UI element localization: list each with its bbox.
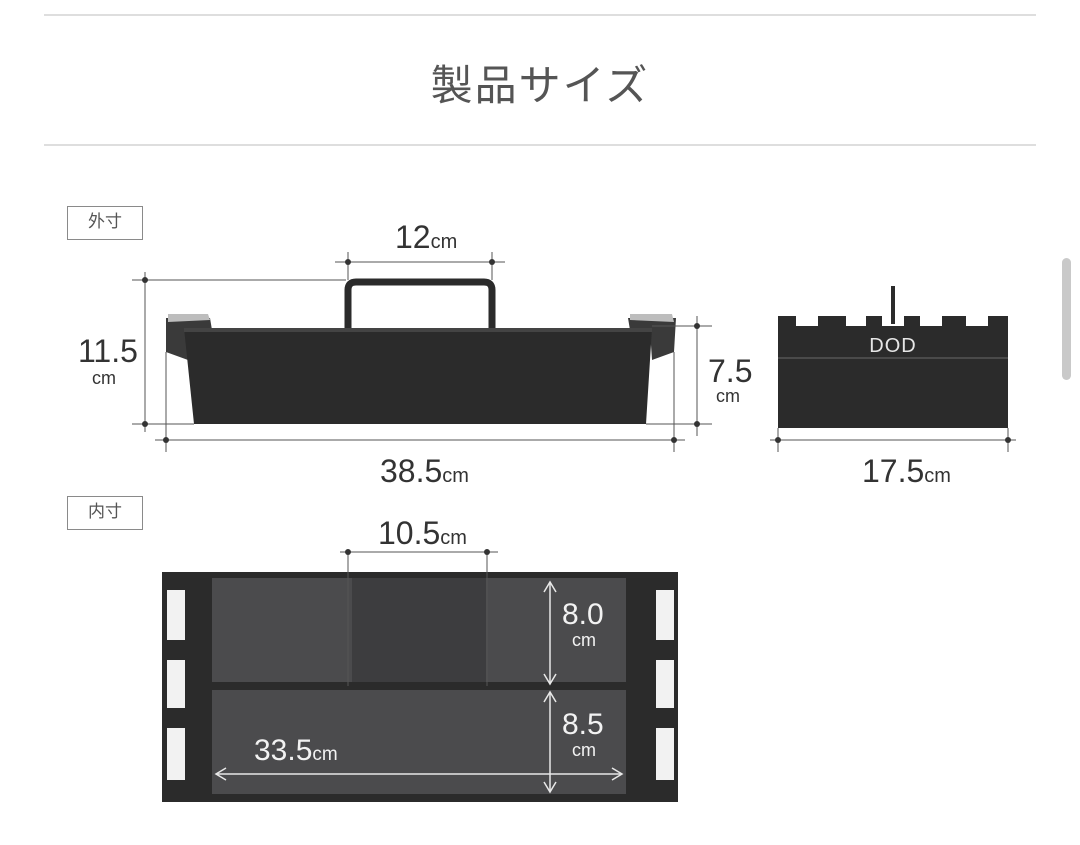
dim-compartment-depths (543, 580, 557, 794)
brand-logo: DOD (869, 335, 916, 357)
handle-shape (344, 278, 496, 330)
dim-compartment-a-unit: cm (572, 630, 596, 650)
end-view-body (778, 316, 1008, 428)
container-body (184, 328, 652, 424)
inner-top-view: 10.5cm 8.0 cm 8.5 cm 33.5cm (162, 515, 678, 802)
end-cap-slots (167, 590, 674, 780)
title-divider (44, 144, 1036, 146)
compartment-b (212, 690, 626, 794)
outer-dimensions-tag: 外寸 (67, 206, 143, 240)
left-end-cap-grip (168, 314, 210, 322)
outer-end-view: DOD 17.5cm (770, 286, 1016, 489)
dim-divider-width-label: 10.5cm (378, 515, 467, 551)
page-title: 製品サイズ (430, 61, 650, 110)
dim-handle-width (335, 252, 505, 280)
dim-body-height-unit: cm (716, 386, 740, 406)
dim-outer-depth-label: 17.5cm (862, 453, 951, 489)
container-rim (184, 328, 652, 332)
dim-outer-length (155, 352, 685, 452)
handle-divider (352, 578, 486, 686)
dim-compartment-a-value: 8.0 (562, 598, 604, 631)
dim-body-height-value: 7.5 (708, 353, 752, 389)
dim-handle-width-label: 12cm (395, 219, 457, 255)
dim-compartment-b-value: 8.5 (562, 708, 604, 741)
dim-divider-width (340, 551, 498, 686)
scrollbar[interactable] (1062, 258, 1071, 380)
dim-compartment-b-unit: cm (572, 740, 596, 760)
dim-inner-length (214, 767, 624, 781)
right-end-cap-grip (630, 314, 674, 322)
top-divider (44, 14, 1036, 16)
dim-total-height-value: 11.5 (78, 333, 138, 369)
dim-total-height-unit: cm (92, 368, 116, 388)
dim-outer-depth (770, 428, 1016, 452)
dim-body-height (646, 316, 712, 436)
inner-dimensions-tag: 内寸 (67, 496, 143, 530)
dim-outer-length-label: 38.5cm (380, 453, 469, 489)
outer-side-view: 12cm 11.5 cm 7.5 cm 38.5cm (78, 219, 752, 489)
dim-inner-length-label: 33.5cm (254, 734, 338, 767)
